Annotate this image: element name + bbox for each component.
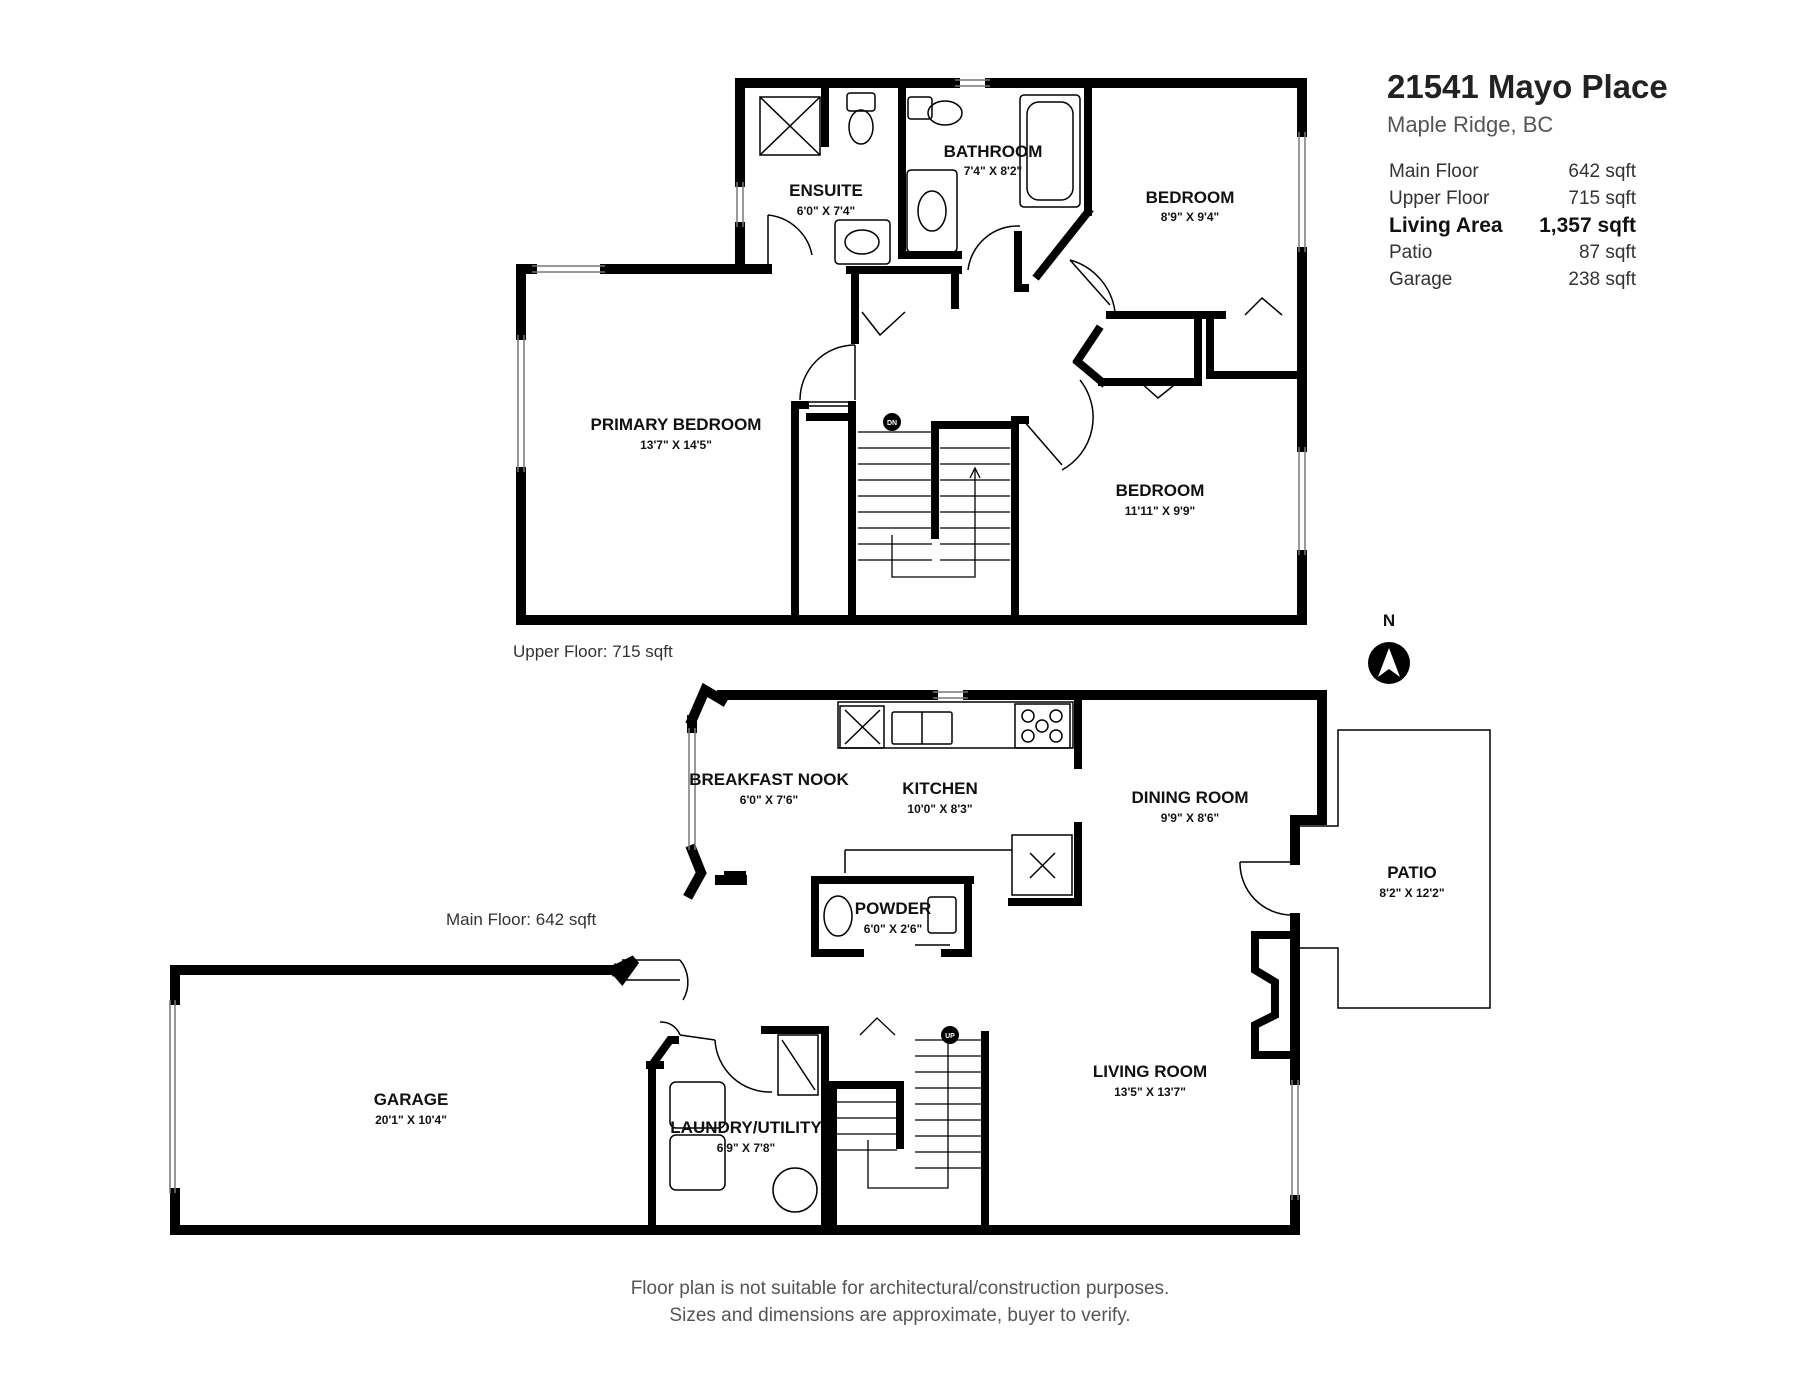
area-row: Main Floor 642 sqft — [1389, 158, 1636, 185]
room-laundry-name: LAUNDRY/UTILITY — [670, 1118, 822, 1137]
room-ensuite-name: ENSUITE — [789, 181, 863, 200]
area-row-total: Living Area 1,357 sqft — [1389, 212, 1636, 239]
room-garage-dims: 20'1" X 10'4" — [375, 1113, 447, 1127]
upper-floor-plan — [516, 78, 1307, 625]
north-label: N — [1383, 611, 1395, 630]
area-row: Garage 238 sqft — [1389, 266, 1636, 293]
stair-dn-marker — [883, 413, 901, 431]
property-address: 21541 Mayo Place — [1387, 68, 1668, 105]
disclaimer-line-1: Floor plan is not suitable for architect… — [630, 1278, 1170, 1299]
north-arrow — [1368, 642, 1410, 684]
room-primary-bedroom-dims: 13'7" X 14'5" — [640, 438, 712, 452]
area-row-value: 642 sqft — [1568, 161, 1636, 182]
room-breakfast-nook-name: BREAKFAST NOOK — [689, 770, 849, 789]
room-dining-room-name: DINING ROOM — [1131, 788, 1248, 807]
area-row-value: 1,357 sqft — [1539, 214, 1636, 237]
room-ensuite-dims: 6'0" X 7'4" — [797, 204, 855, 218]
property-city: Maple Ridge, BC — [1387, 112, 1554, 137]
area-row-value: 238 sqft — [1568, 269, 1636, 290]
area-row-value: 715 sqft — [1568, 188, 1636, 209]
disclaimer-line-2: Sizes and dimensions are approximate, bu… — [669, 1305, 1131, 1326]
area-summary-table: Main Floor 642 sqft Upper Floor 715 sqft… — [1389, 158, 1636, 293]
area-row-label: Patio — [1389, 242, 1433, 263]
main-floor-plan — [169, 682, 1491, 1235]
main-floor-label: Main Floor: 642 sqft — [446, 910, 597, 929]
upper-floor-label: Upper Floor: 715 sqft — [513, 642, 673, 661]
room-powder-name: POWDER — [855, 899, 932, 918]
room-patio-dims: 8'2" X 12'2" — [1379, 886, 1444, 900]
room-bedroom-se-dims: 11'11" X 9'9" — [1125, 504, 1195, 518]
area-row-label: Main Floor — [1389, 161, 1479, 182]
room-bedroom-se-name: BEDROOM — [1116, 481, 1205, 500]
area-row-label: Garage — [1389, 269, 1453, 290]
room-primary-bedroom-name: PRIMARY BEDROOM — [591, 415, 762, 434]
room-kitchen-dims: 10'0" X 8'3" — [907, 802, 972, 816]
room-living-room-name: LIVING ROOM — [1093, 1062, 1207, 1081]
room-living-room-dims: 13'5" X 13'7" — [1114, 1085, 1186, 1099]
stair-up-marker — [941, 1026, 959, 1044]
room-bathroom-dims: 7'4" X 8'2" — [964, 164, 1022, 178]
area-row-label: Upper Floor — [1389, 188, 1490, 209]
area-row-label: Living Area — [1389, 214, 1503, 237]
room-breakfast-nook-dims: 6'0" X 7'6" — [740, 793, 798, 807]
room-garage-name: GARAGE — [374, 1090, 449, 1109]
area-row: Upper Floor 715 sqft — [1389, 185, 1636, 212]
room-bedroom-ne-dims: 8'9" X 9'4" — [1161, 210, 1219, 224]
stair-dn-label: DN — [887, 420, 897, 427]
room-bedroom-ne-name: BEDROOM — [1146, 188, 1235, 207]
room-patio-name: PATIO — [1387, 863, 1436, 882]
area-row-value: 87 sqft — [1578, 242, 1636, 263]
room-laundry-dims: 6'9" X 7'8" — [717, 1141, 775, 1155]
room-powder-dims: 6'0" X 2'6" — [864, 922, 922, 936]
stair-up-label: UP — [945, 1033, 955, 1040]
area-row: Patio 87 sqft — [1389, 239, 1636, 266]
room-kitchen-name: KITCHEN — [902, 779, 978, 798]
room-bathroom-name: BATHROOM — [944, 142, 1043, 161]
room-dining-room-dims: 9'9" X 8'6" — [1161, 811, 1219, 825]
